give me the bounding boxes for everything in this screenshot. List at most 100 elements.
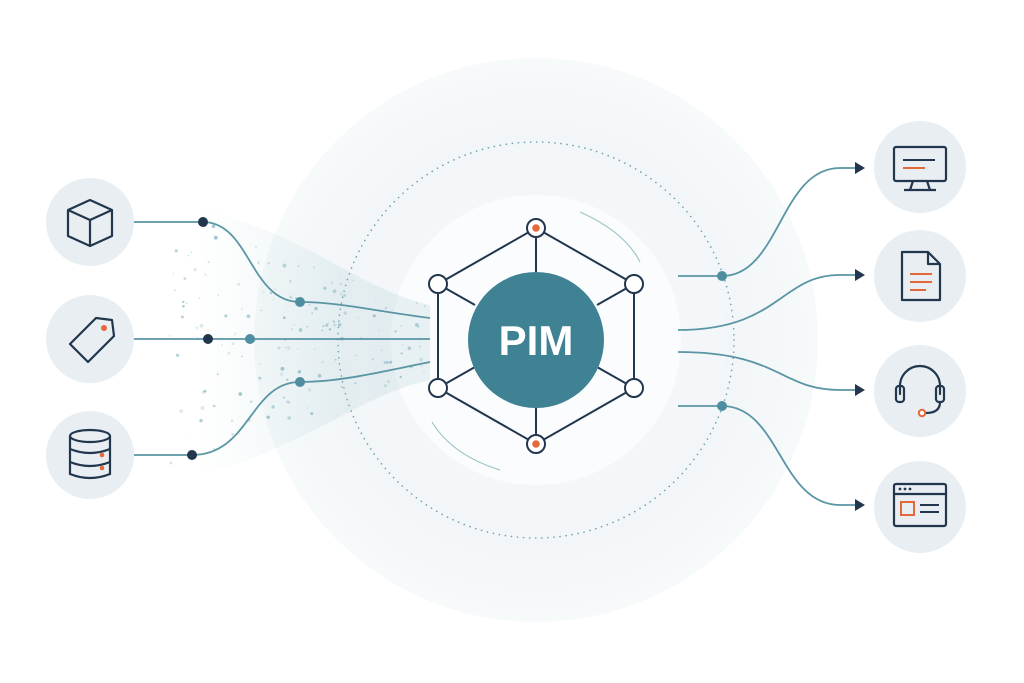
icon-circle <box>874 345 966 437</box>
particle <box>313 266 316 269</box>
particle <box>331 281 334 284</box>
particle <box>325 323 329 327</box>
particle <box>308 303 311 307</box>
particle <box>216 373 219 376</box>
input-product[interactable] <box>46 178 134 266</box>
particle <box>423 305 426 307</box>
particle <box>182 300 185 304</box>
particle <box>418 345 422 348</box>
particle <box>323 286 327 290</box>
particle <box>185 302 188 305</box>
document-lines <box>910 273 932 291</box>
particle <box>400 324 402 327</box>
particle <box>354 382 357 385</box>
particle <box>377 329 380 331</box>
price-tag-icon <box>68 316 116 364</box>
particle <box>371 358 374 361</box>
particle <box>328 328 332 331</box>
particle <box>339 274 341 276</box>
particle <box>313 348 316 350</box>
db-light <box>99 452 105 458</box>
particle <box>238 392 243 396</box>
connector-data <box>134 361 431 456</box>
particle <box>277 346 281 350</box>
output-support[interactable] <box>874 345 966 437</box>
particle <box>314 306 318 311</box>
particle <box>213 233 215 235</box>
arrowhead <box>855 162 865 174</box>
particle <box>332 320 335 323</box>
particle <box>321 360 324 364</box>
orbit-arc-top <box>579 211 641 263</box>
particle <box>266 415 270 419</box>
particle <box>343 311 347 315</box>
particle <box>245 438 248 441</box>
particle <box>176 353 180 357</box>
particle <box>282 263 287 268</box>
output-web[interactable] <box>874 461 966 553</box>
particle <box>327 322 330 324</box>
particle <box>321 329 324 332</box>
headset-icon <box>894 364 946 415</box>
particle <box>255 246 257 248</box>
particle <box>286 378 289 381</box>
particle <box>213 235 218 240</box>
particle <box>289 295 293 299</box>
input-connector-dots <box>187 217 305 460</box>
particle <box>374 300 377 303</box>
node-dot-icon <box>428 274 448 294</box>
particle <box>339 282 343 286</box>
icon-circle <box>46 295 134 383</box>
particle <box>420 365 423 367</box>
particle <box>203 389 207 393</box>
particle <box>340 385 343 388</box>
icon-circle <box>46 411 134 499</box>
particle <box>298 328 303 332</box>
browser-window-icon <box>892 482 948 528</box>
particle <box>332 323 337 327</box>
particles <box>168 223 426 465</box>
particle <box>260 309 263 312</box>
particle <box>330 283 332 285</box>
node-dot-icon <box>624 378 644 398</box>
particle <box>182 305 185 308</box>
output-arrowheads <box>855 162 865 511</box>
connector-dot <box>203 334 213 344</box>
particle <box>343 294 347 297</box>
particle <box>287 400 291 404</box>
cube-icon <box>66 198 114 248</box>
particle <box>389 360 392 364</box>
input-data[interactable] <box>46 411 134 499</box>
arrowhead <box>855 384 865 396</box>
particle <box>168 334 172 337</box>
node-accent-dot <box>532 440 540 448</box>
particle <box>233 334 236 337</box>
particle <box>199 418 203 423</box>
particle <box>400 352 403 355</box>
particle <box>230 419 234 423</box>
particle <box>224 314 228 318</box>
particle <box>285 400 289 403</box>
output-document[interactable] <box>874 230 966 322</box>
particle <box>297 265 300 268</box>
browser-text-lines <box>920 504 939 513</box>
browser-dots <box>898 487 912 491</box>
particle <box>399 375 402 379</box>
input-pricing[interactable] <box>46 295 134 383</box>
tag-hole <box>101 325 107 331</box>
connector-dot <box>187 450 197 460</box>
particle <box>180 315 184 319</box>
particle <box>204 273 207 276</box>
particle <box>282 396 286 399</box>
output-desktop[interactable] <box>874 121 966 213</box>
particle <box>383 361 387 364</box>
particle <box>231 342 235 345</box>
particle <box>207 261 210 264</box>
particle <box>258 376 262 380</box>
arrowhead <box>855 269 865 281</box>
particle <box>355 354 358 357</box>
icon-circle <box>874 230 966 322</box>
particle <box>286 346 291 350</box>
particle <box>212 404 216 408</box>
